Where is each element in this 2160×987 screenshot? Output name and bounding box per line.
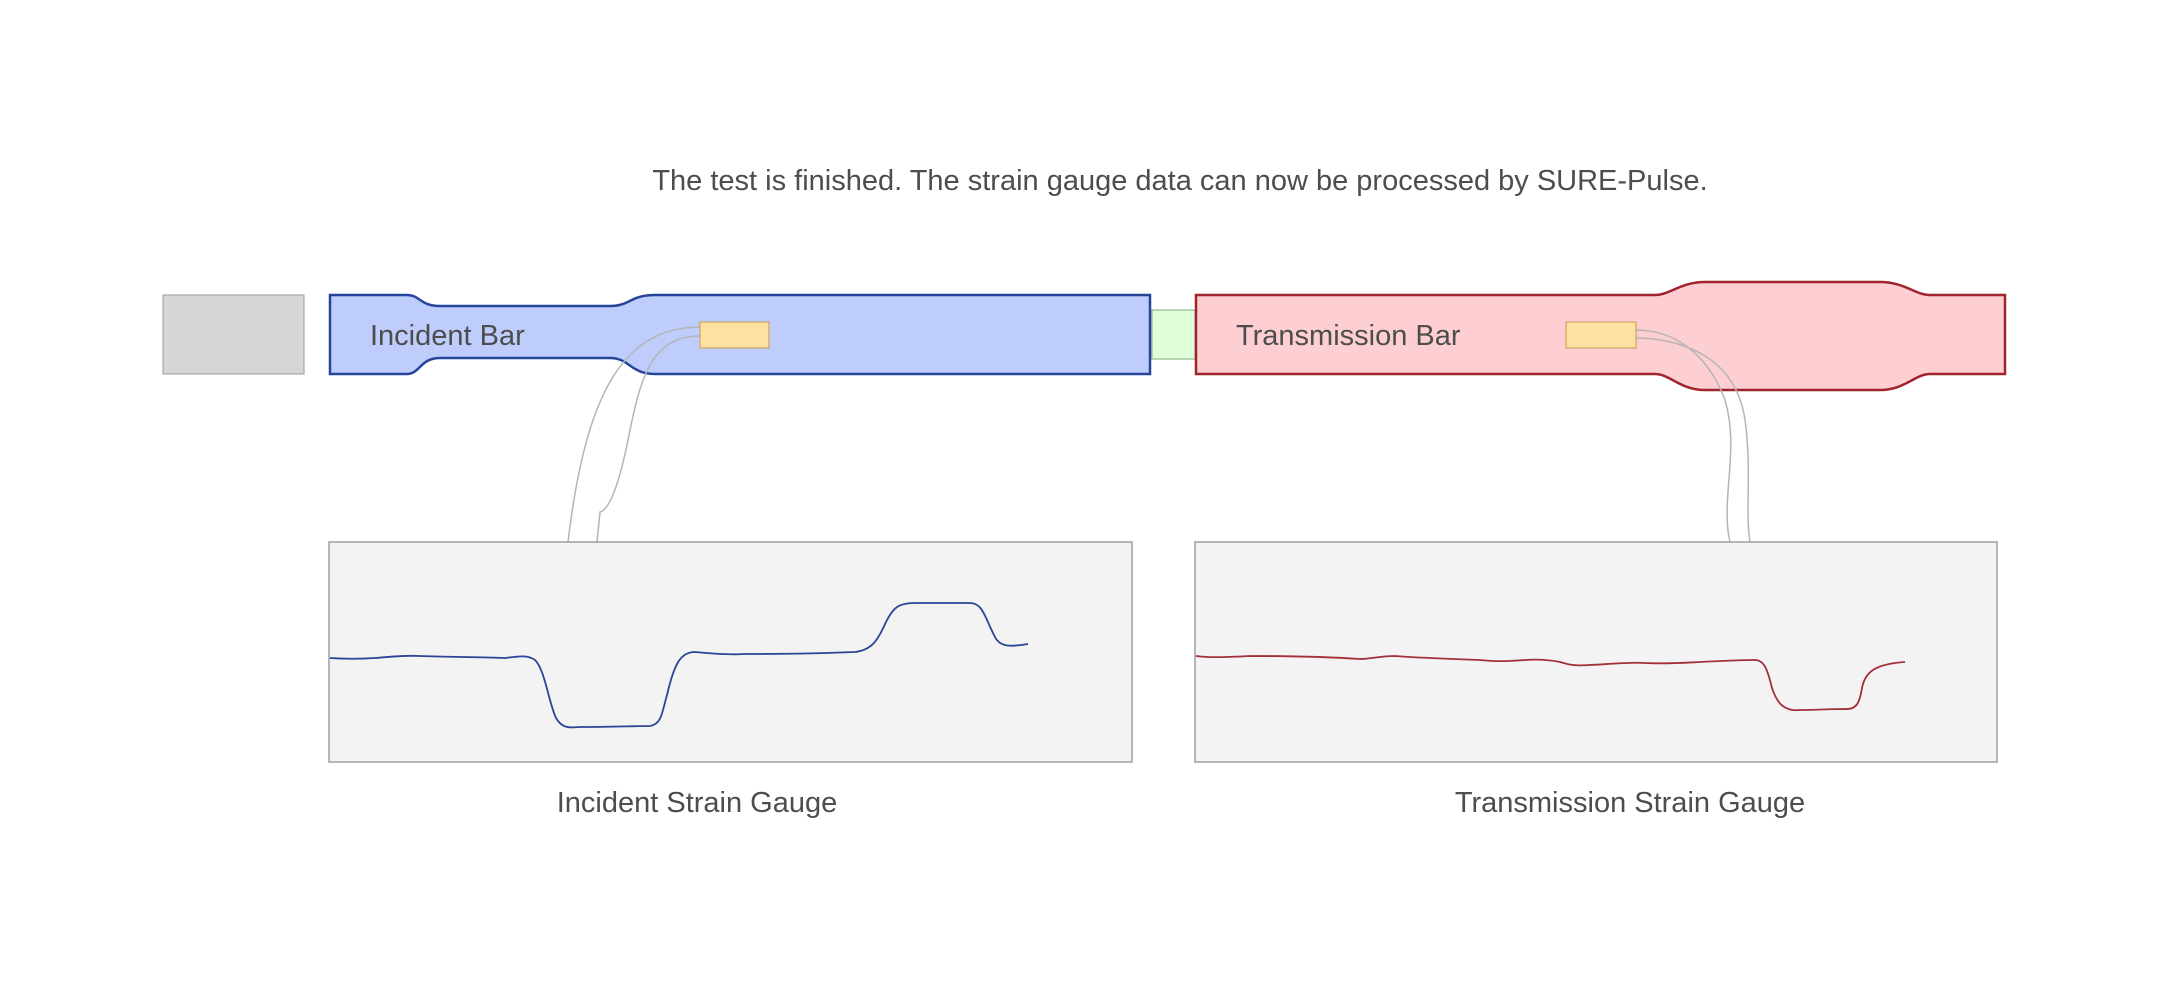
transmission-signal-trace: [1195, 655, 1906, 712]
transmission-strain-gauge: [1565, 321, 1637, 349]
incident-strain-gauge-label: Incident Strain Gauge: [557, 787, 838, 819]
incident-bar-label: Incident Bar: [370, 320, 525, 352]
striker-bar: [162, 294, 305, 375]
incident-gauge-wire-1: [567, 326, 701, 543]
transmission-gauge-wire-2: [1635, 337, 1751, 543]
incident-signal-panel: [328, 541, 1133, 763]
incident-signal-trace: [329, 602, 1029, 729]
incident-strain-gauge: [699, 321, 770, 349]
transmission-signal-panel: [1194, 541, 1998, 763]
transmission-gauge-wire-1: [1635, 329, 1732, 543]
specimen: [1151, 309, 1196, 360]
status-message: The test is finished. The strain gauge d…: [652, 165, 1707, 197]
transmission-strain-gauge-label: Transmission Strain Gauge: [1455, 787, 1805, 819]
incident-gauge-wire-2: [596, 335, 701, 543]
transmission-bar-label: Transmission Bar: [1236, 320, 1461, 352]
